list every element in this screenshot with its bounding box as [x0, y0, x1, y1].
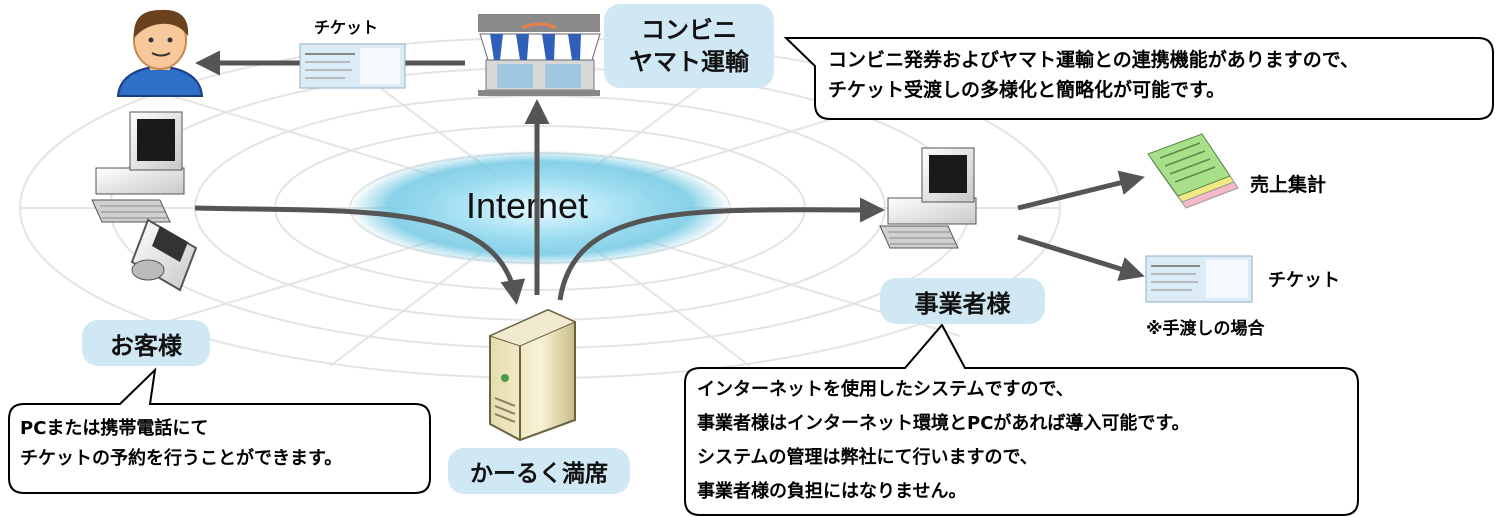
business-label-pill: 事業者様	[880, 278, 1045, 324]
server-label: かーるく満席	[470, 461, 608, 487]
business-callout-shape	[684, 323, 1359, 516]
handover-note: ※手渡しの場合	[1146, 319, 1265, 339]
internet-cloud	[350, 150, 730, 266]
business-callout-line: インターネットを使用したシステムですので、	[697, 379, 1074, 400]
customer-pc-icon	[91, 111, 185, 223]
customer-label: お客様	[110, 331, 182, 360]
business-pc-icon	[879, 147, 977, 249]
sales-documents-icon	[1147, 133, 1239, 209]
arrow-server-to-business	[557, 197, 885, 301]
customer-callout-line: PCまたは携帯電話にて	[20, 418, 209, 439]
ticket-top-icon	[299, 43, 406, 89]
customer-callout-shape	[8, 367, 431, 494]
server-icon	[488, 308, 577, 442]
business-label: 事業者様	[914, 289, 1011, 318]
store-icon	[478, 14, 601, 96]
ticket-right-label: チケット	[1268, 270, 1340, 291]
internet-label: Internet	[466, 185, 588, 226]
customer-callout-line: チケットの予約を行うことができます。	[20, 448, 343, 469]
convenience-label-pill: コンビニ ヤマト運輸	[604, 4, 774, 88]
arrow-to-sales	[1017, 170, 1145, 211]
convenience-label-line2: ヤマト運輸	[629, 48, 749, 76]
customer-person-icon	[116, 9, 204, 97]
customer-callout-text: PCまたは携帯電話にて チケットの予約を行うことができます。	[20, 414, 342, 474]
customer-label-pill: お客様	[82, 320, 210, 366]
business-callout-line: 事業者様はインターネット環境とPCがあれば導入可能です。	[697, 413, 1190, 434]
convenience-callout-line: コンビニ発券およびヤマト運輸との連携機能がありますので、	[828, 49, 1360, 71]
convenience-label-line1: コンビニ	[641, 16, 737, 44]
ticket-right-icon	[1145, 255, 1253, 303]
server-label-pill: かーるく満席	[448, 448, 630, 494]
mobile-phone-icon	[130, 218, 198, 292]
arrow-to-ticket	[1017, 234, 1145, 281]
sales-total-label: 売上集計	[1250, 174, 1327, 196]
business-callout-line: システムの管理は弊社にて行いますので、	[697, 447, 1038, 468]
business-callout-text: インターネットを使用したシステムですので、 事業者様はインターネット環境とPCが…	[697, 373, 1190, 509]
arrow-customer-to-server	[194, 205, 526, 305]
convenience-callout-text: コンビニ発券およびヤマト運輸との連携機能がありますので、 チケット受渡しの多様化…	[828, 45, 1359, 105]
convenience-callout-shape	[783, 37, 1494, 120]
business-callout-line: 事業者様の負担にはなりません。	[697, 481, 967, 502]
ticket-top-label: チケット	[314, 18, 379, 37]
convenience-callout-line: チケット受渡しの多様化と簡略化が可能です。	[828, 79, 1226, 101]
